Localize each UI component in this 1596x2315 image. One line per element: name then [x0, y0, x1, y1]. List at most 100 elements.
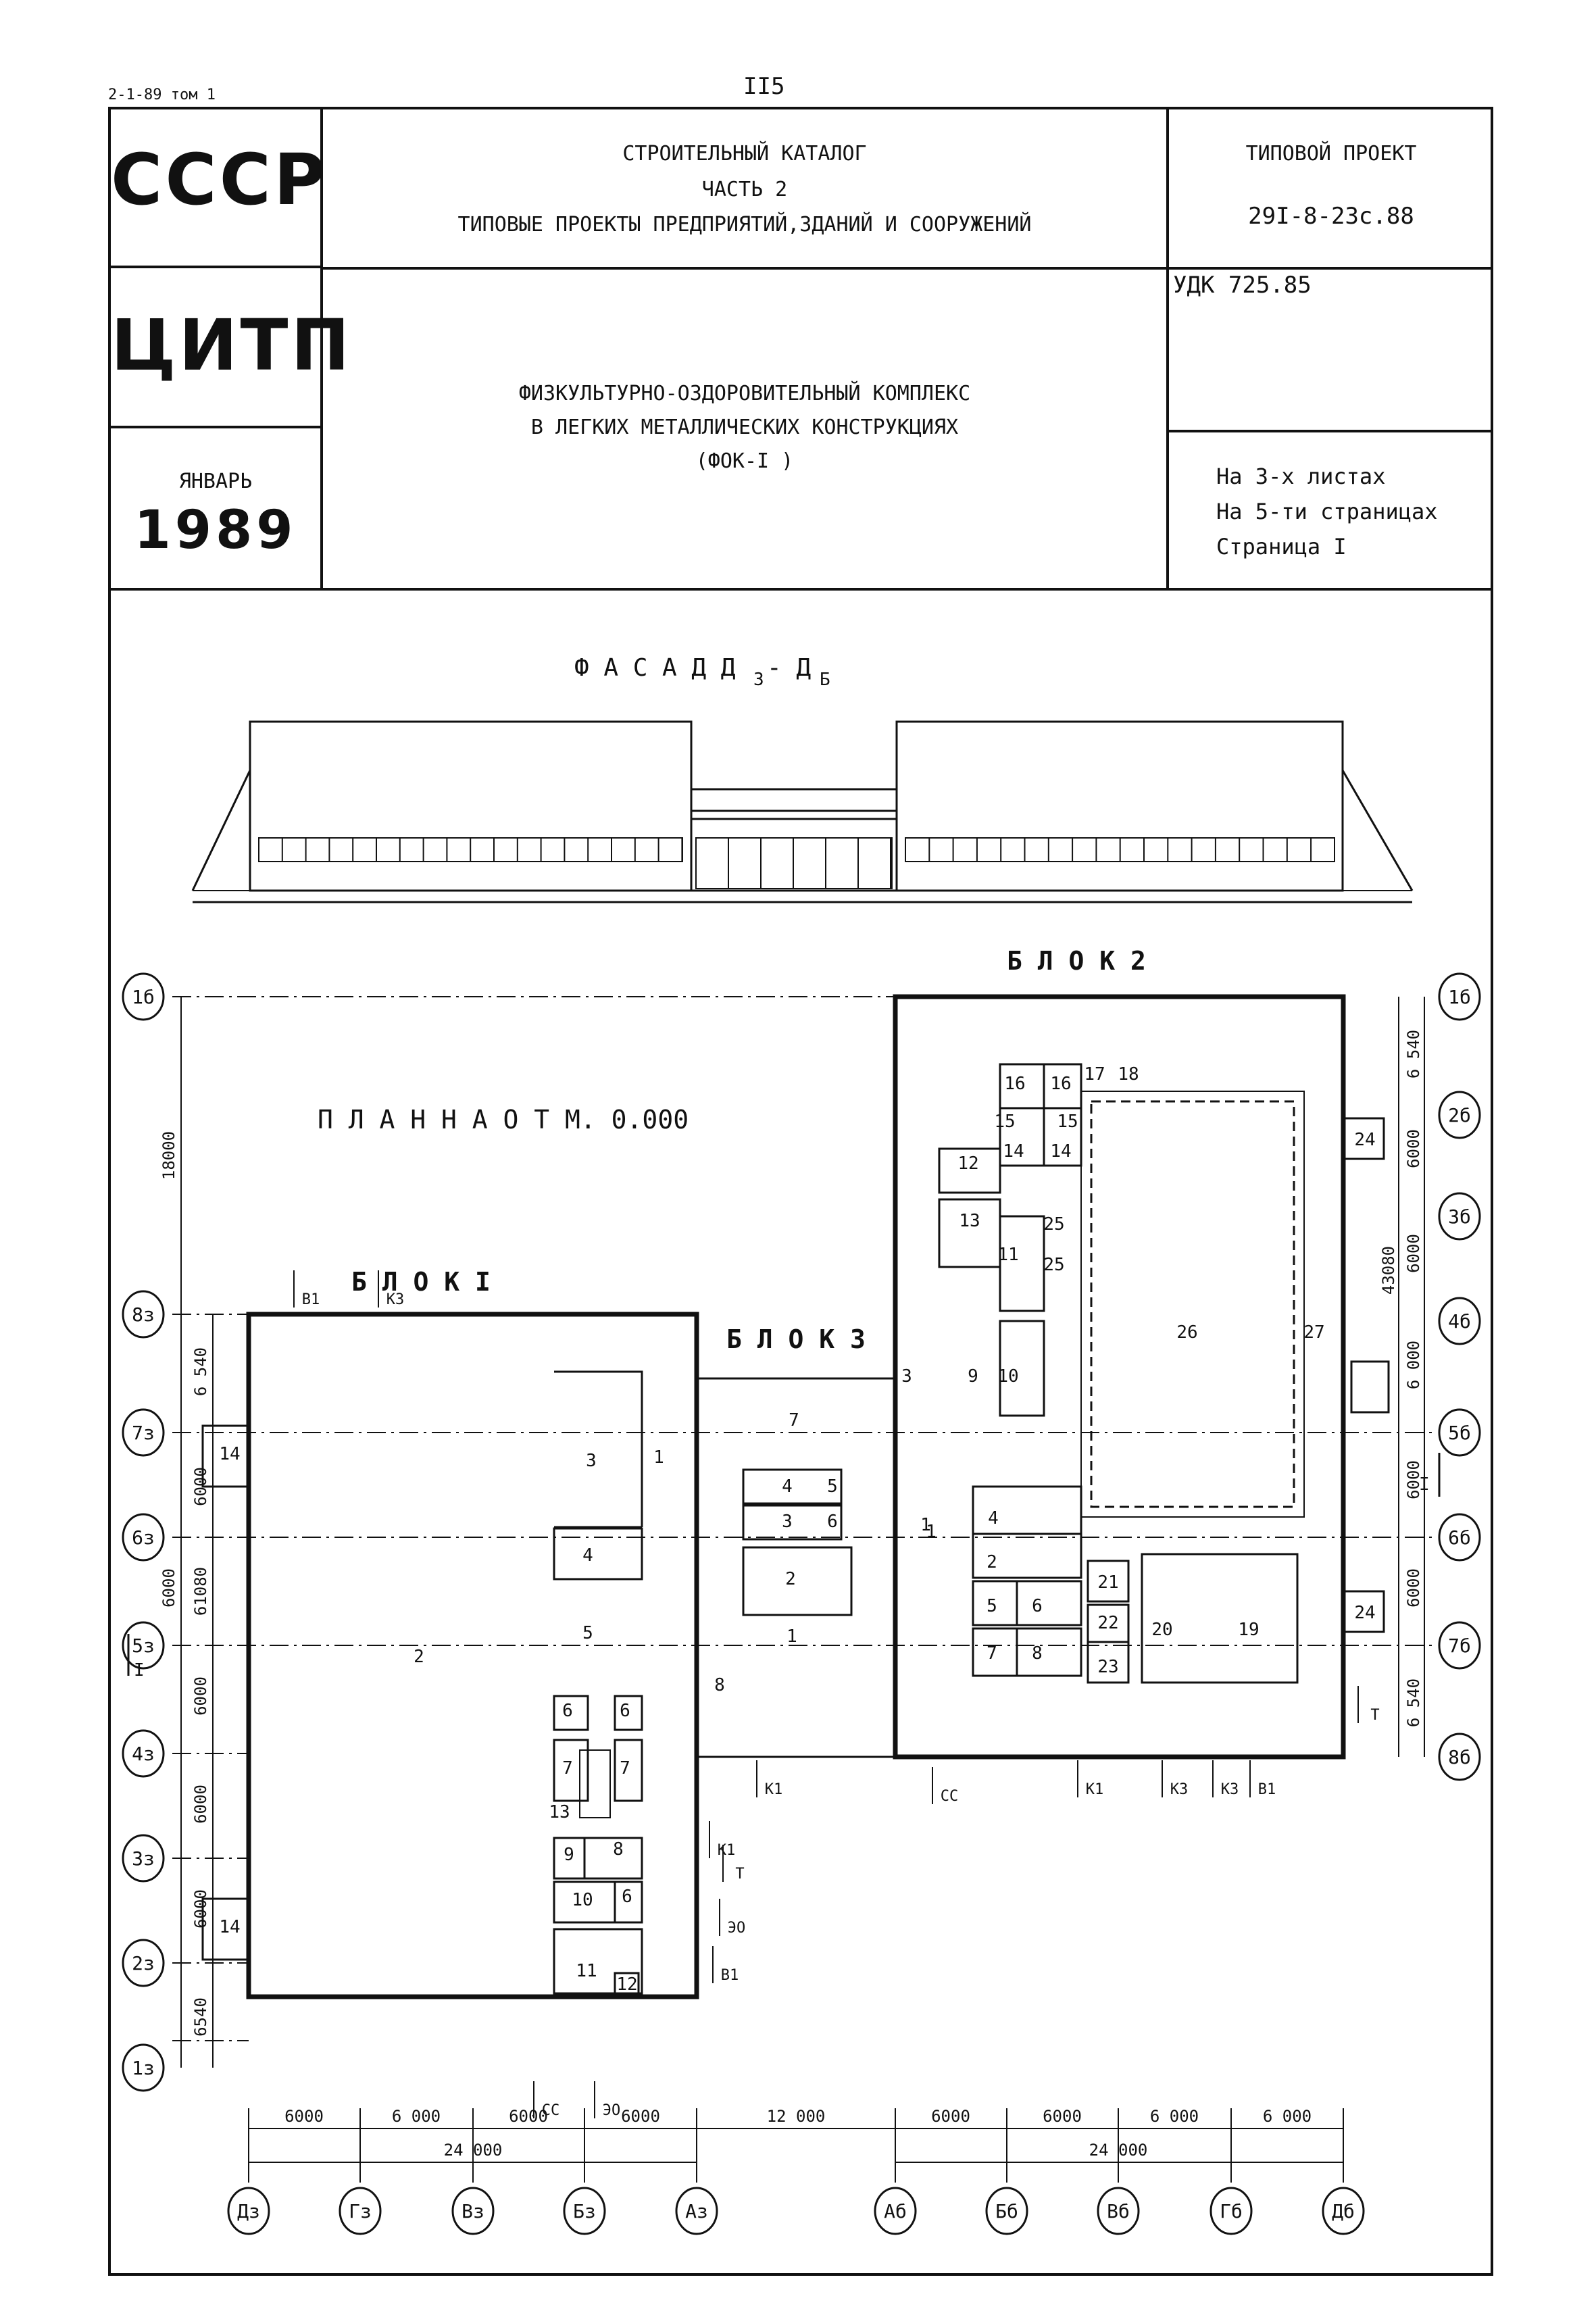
axis-bottom-right-circle — [1322, 2187, 1365, 2235]
utility-label: Т — [735, 1866, 744, 1883]
axis-bottom-left: Аз — [685, 2200, 708, 2222]
room-number-block3: 8 — [714, 1675, 725, 1695]
dim-right: 6000 — [1404, 1460, 1423, 1499]
axis-left: 1б — [132, 986, 155, 1008]
page-index: Страница I — [1216, 534, 1347, 559]
section-mark-right: I — [1419, 1453, 1441, 1497]
room-number-block1: 12 — [616, 1974, 637, 1995]
axis-right: 7б — [1448, 1635, 1471, 1657]
axis-bottom-right-circle — [985, 2187, 1028, 2235]
dim-left: 6000 — [191, 1889, 210, 1928]
project-code: 29I-8-23с.88 — [1248, 203, 1414, 230]
axis-right: 3б — [1448, 1205, 1471, 1228]
axis-left-circle — [122, 1729, 165, 1778]
axis-left-circle — [122, 1290, 165, 1339]
room-number-block2: 16 — [1050, 1074, 1071, 1094]
block3-label: Б Л О К 3 — [726, 1324, 866, 1354]
facade-title-sub1: 3 — [753, 670, 764, 690]
room-number-block2: 4 — [988, 1508, 999, 1528]
room-number-block1: 6 — [622, 1887, 632, 1907]
axis-right: 1б — [1448, 986, 1471, 1008]
plan-title: П Л А Н Н А О Т М. 0.000 — [318, 1105, 689, 1135]
room-number-block2: 21 — [1097, 1572, 1118, 1593]
room-number-block2: 6 — [1032, 1596, 1043, 1616]
dim-bottom-left: 6000 — [284, 2107, 324, 2126]
room-number-block1: 11 — [576, 1961, 597, 1981]
room-number-block1: 5 — [582, 1623, 593, 1643]
room-number-block2: 5 — [987, 1596, 997, 1616]
axis-bottom-right: Бб — [995, 2200, 1018, 2222]
room-number-block2: 19 — [1238, 1620, 1259, 1640]
dim-left: 61080 — [191, 1567, 210, 1616]
dim-left: 18000 — [159, 1131, 178, 1180]
axis-bottom-right-circle — [1097, 2187, 1140, 2235]
object-title-1: ФИЗКУЛЬТУРНО-ОЗДОРОВИТЕЛЬНЫЙ КОМПЛЕКС — [518, 382, 971, 405]
axis-right-circle — [1438, 1733, 1481, 1781]
room-number-block2: 22 — [1097, 1613, 1118, 1633]
axis-left: 2з — [132, 1952, 155, 1974]
room-number-block3: 3 — [901, 1366, 912, 1387]
axis-left: 1з — [132, 2057, 155, 2079]
dim-right: 6 540 — [1404, 1030, 1423, 1078]
utility-label: К3 — [1170, 1781, 1189, 1798]
axis-left-circle — [122, 2043, 165, 2092]
room-number-block1: 14 — [219, 1917, 240, 1937]
utility-label: В1 — [1258, 1781, 1276, 1798]
dim-right: 43080 — [1379, 1246, 1398, 1295]
dim-right: 6 540 — [1404, 1678, 1423, 1727]
room-number-block2: 24 — [1354, 1603, 1375, 1623]
catalog-title: СТРОИТЕЛЬНЫЙ КАТАЛОГ — [622, 142, 867, 166]
utility-label: К1 — [1086, 1781, 1104, 1798]
axis-left: 3з — [132, 1847, 155, 1870]
series-ref: 2-1-89 том 1 — [108, 86, 216, 103]
facade-title: Ф А С А Д Д 3 - Д Б — [574, 654, 830, 690]
facade-elevation — [191, 720, 1414, 903]
udk-code: УДК 725.85 — [1173, 272, 1312, 299]
block1-plan — [201, 1312, 699, 1999]
dim-right: 6000 — [1404, 1568, 1423, 1608]
axis-bottom-left: Бз — [573, 2200, 596, 2222]
axis-left: 5з — [132, 1635, 155, 1657]
room-number-block2: 9 — [968, 1366, 978, 1387]
page-count: На 5-ти страницах — [1216, 499, 1438, 524]
axis-bottom-left-circle — [339, 2187, 382, 2235]
room-number-block2: 11 — [997, 1245, 1018, 1265]
axis-bottom-right: Вб — [1107, 2200, 1130, 2222]
room-number-block1: 13 — [549, 1802, 570, 1822]
axis-bottom-left-circle — [675, 2187, 718, 2235]
utility-label: ЭО — [728, 1920, 746, 1937]
room-number-block2: 12 — [957, 1153, 978, 1174]
dim-right: 6000 — [1404, 1129, 1423, 1168]
dim-right: 6 000 — [1404, 1341, 1423, 1389]
catalog-subtitle: ТИПОВЫЕ ПРОЕКТЫ ПРЕДПРИЯТИЙ,ЗДАНИЙ И СОО… — [457, 213, 1032, 237]
room-number-block1: 7 — [620, 1758, 630, 1778]
sheet-count: На 3-х листах — [1216, 464, 1386, 489]
room-number-block3: 3 — [782, 1512, 793, 1532]
room-number-block2: 15 — [1057, 1112, 1078, 1132]
axis-left-circle — [122, 1621, 165, 1670]
org-ussr: СССР — [111, 139, 328, 221]
dim-left: 6 540 — [191, 1347, 210, 1396]
room-number-block3: 1 — [920, 1515, 931, 1535]
room-number-block1: 8 — [613, 1839, 624, 1860]
axis-left: 8з — [132, 1303, 155, 1326]
room-number-block2: 14 — [1003, 1141, 1024, 1162]
block3-plan — [697, 1377, 895, 1758]
axis-right-circle — [1438, 972, 1481, 1021]
facade-window-mullions — [258, 838, 1312, 889]
axis-right: 4б — [1448, 1310, 1471, 1333]
utility-label: К3 — [386, 1291, 405, 1308]
axis-bottom-right: Аб — [884, 2200, 907, 2222]
dim-bottom-right: 6000 — [1043, 2107, 1082, 2126]
dim-bottom-right: 6 000 — [1150, 2107, 1199, 2126]
axis-bottom-right: Гб — [1220, 2200, 1243, 2222]
dimension-lines — [180, 997, 1425, 2183]
room-number-block1: 14 — [219, 1444, 240, 1464]
room-number-block3: 6 — [827, 1512, 838, 1532]
axis-right: 2б — [1448, 1104, 1471, 1126]
room-number-block1: 6 — [562, 1701, 573, 1721]
